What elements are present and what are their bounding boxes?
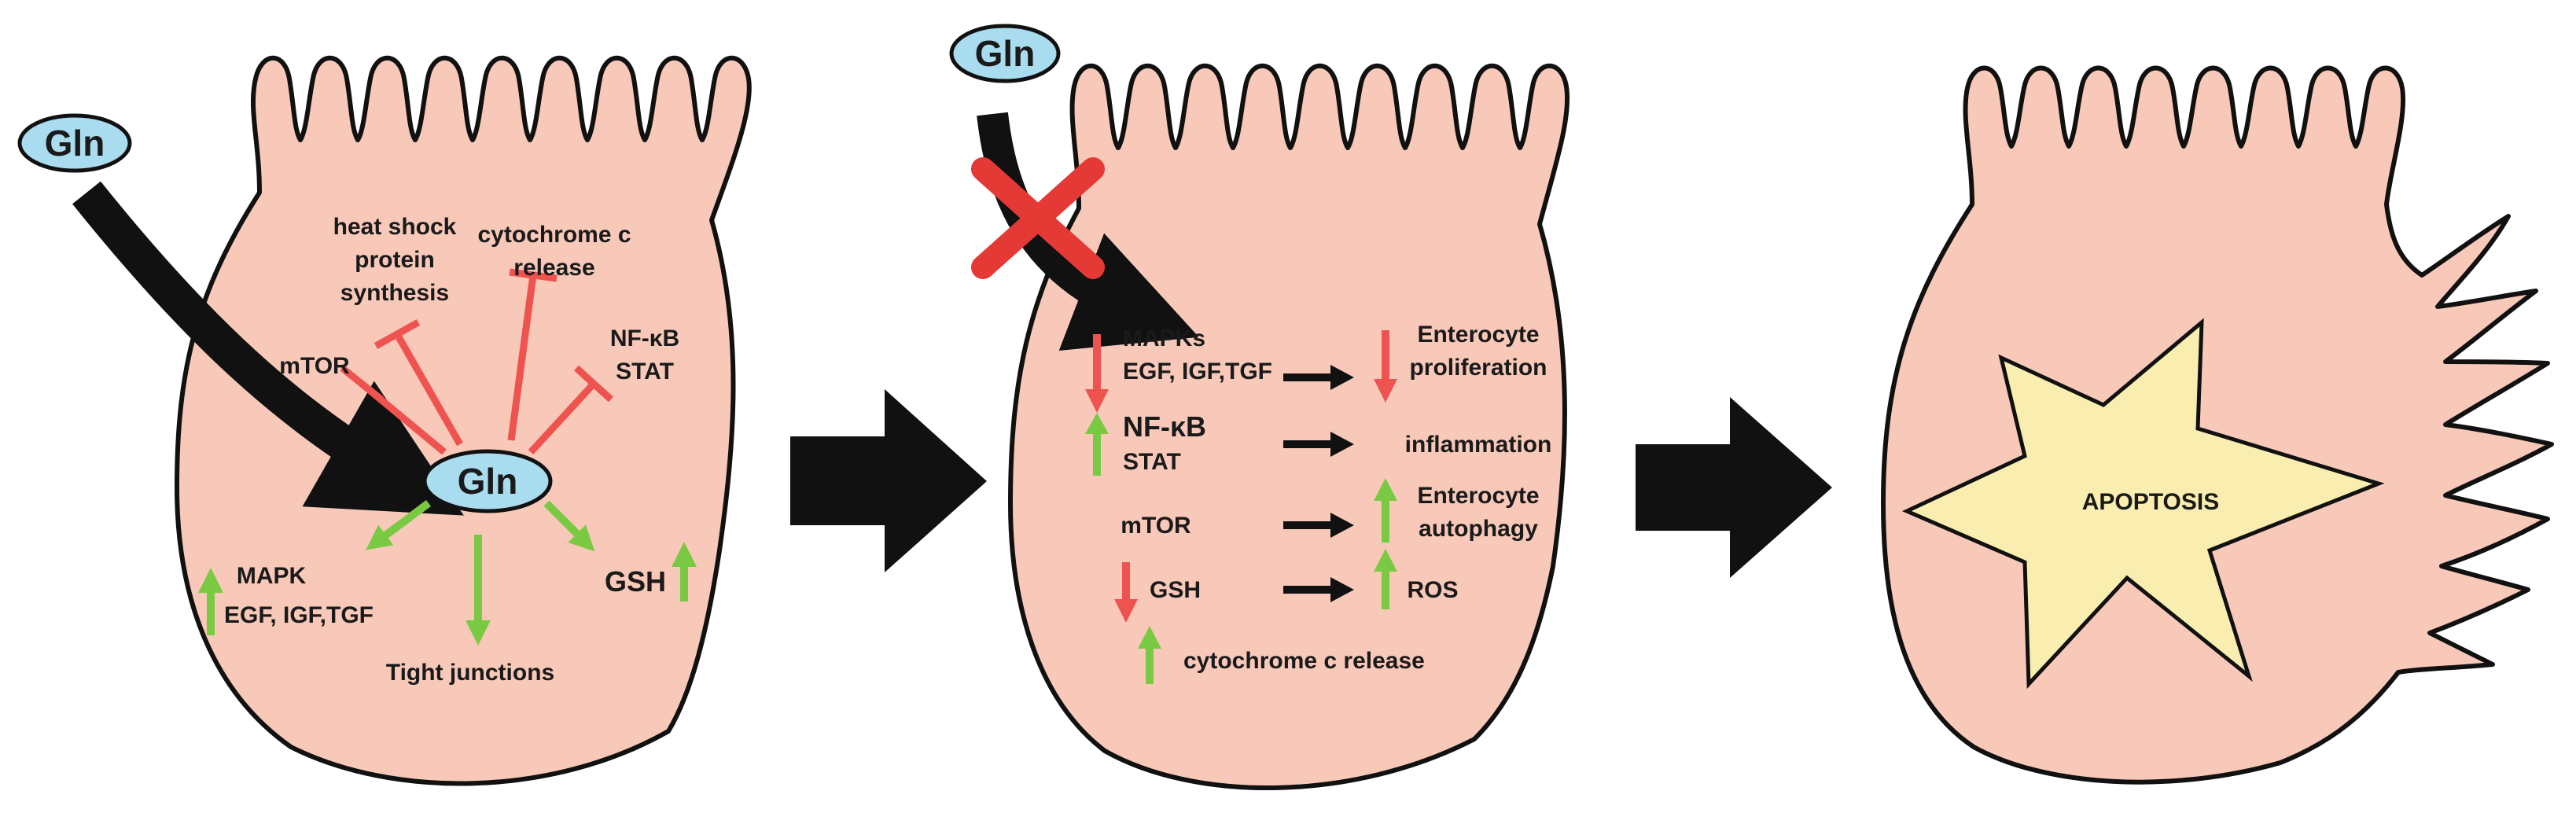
row1-left-1: MAPKs (1123, 326, 1205, 351)
transition-arrow-1 (790, 389, 987, 572)
inhibition-nfkb (528, 381, 597, 455)
gln-inside-1: Gln (422, 449, 553, 513)
row1-right-2: proliferation (1409, 355, 1547, 381)
label-hsp-1: heat shock (333, 214, 457, 240)
panel-3-apoptotic-cell: APOPTOSIS (1881, 65, 2554, 785)
label-nfkb: NF-κB (610, 326, 679, 351)
label-stat: STAT (616, 359, 674, 384)
row4-left-1: GSH (1150, 577, 1201, 603)
label-cytochrome-release: cytochrome c release (1183, 648, 1425, 674)
row3-right-2: autophagy (1419, 516, 1538, 542)
row3-right-1: Enterocyte (1417, 483, 1539, 509)
apoptosis-star (1901, 318, 2385, 690)
row4-right-1: ROS (1407, 577, 1458, 603)
gln-outside-2: Gln (949, 24, 1061, 83)
inhibition-lines (340, 268, 614, 455)
row2-left-1: NF-κB (1123, 410, 1206, 443)
panel-1-normal-cell: Gln heat shock protein synthesis cytochr… (17, 55, 752, 786)
inhibition-cytochrome (507, 274, 537, 441)
row1-right-1: Enterocyte (1417, 322, 1539, 348)
row3-left-1: mTOR (1121, 513, 1191, 539)
panel-2-deficient-cell: Gln MAPKs EGF, IGF,TGF Enterocyte prolif… (949, 24, 1570, 791)
label-hsp-2: protein (355, 247, 435, 273)
label-gsh: GSH (605, 565, 666, 598)
block-cross-icon (971, 157, 1105, 279)
apoptosis-label: APOPTOSIS (2082, 489, 2220, 515)
label-mapk: MAPK (237, 563, 307, 589)
label-growth-factors: EGF, IGF,TGF (224, 602, 374, 628)
inhibition-hsp (394, 332, 463, 447)
label-tight-junctions: Tight junctions (386, 660, 554, 686)
label-hsp-3: synthesis (340, 280, 449, 306)
enterocyte-cell-3 (1881, 65, 2554, 785)
gln-outside-1: Gln (17, 113, 132, 173)
gln-label: Gln (45, 123, 105, 164)
row2-right-1: inflammation (1405, 432, 1552, 458)
label-mtor: mTOR (279, 353, 350, 379)
transition-arrow-2 (1636, 397, 1832, 578)
row1-left-2: EGF, IGF,TGF (1123, 359, 1272, 384)
upregulation-arrows (366, 499, 595, 646)
gln-label-2: Gln (975, 33, 1036, 74)
row2-left-2: STAT (1123, 449, 1181, 475)
label-cyto-2: release (513, 255, 594, 281)
gln-uptake-arrow (72, 181, 464, 516)
label-cyto-1: cytochrome c (477, 222, 631, 248)
gln-inside-label: Gln (458, 461, 518, 502)
